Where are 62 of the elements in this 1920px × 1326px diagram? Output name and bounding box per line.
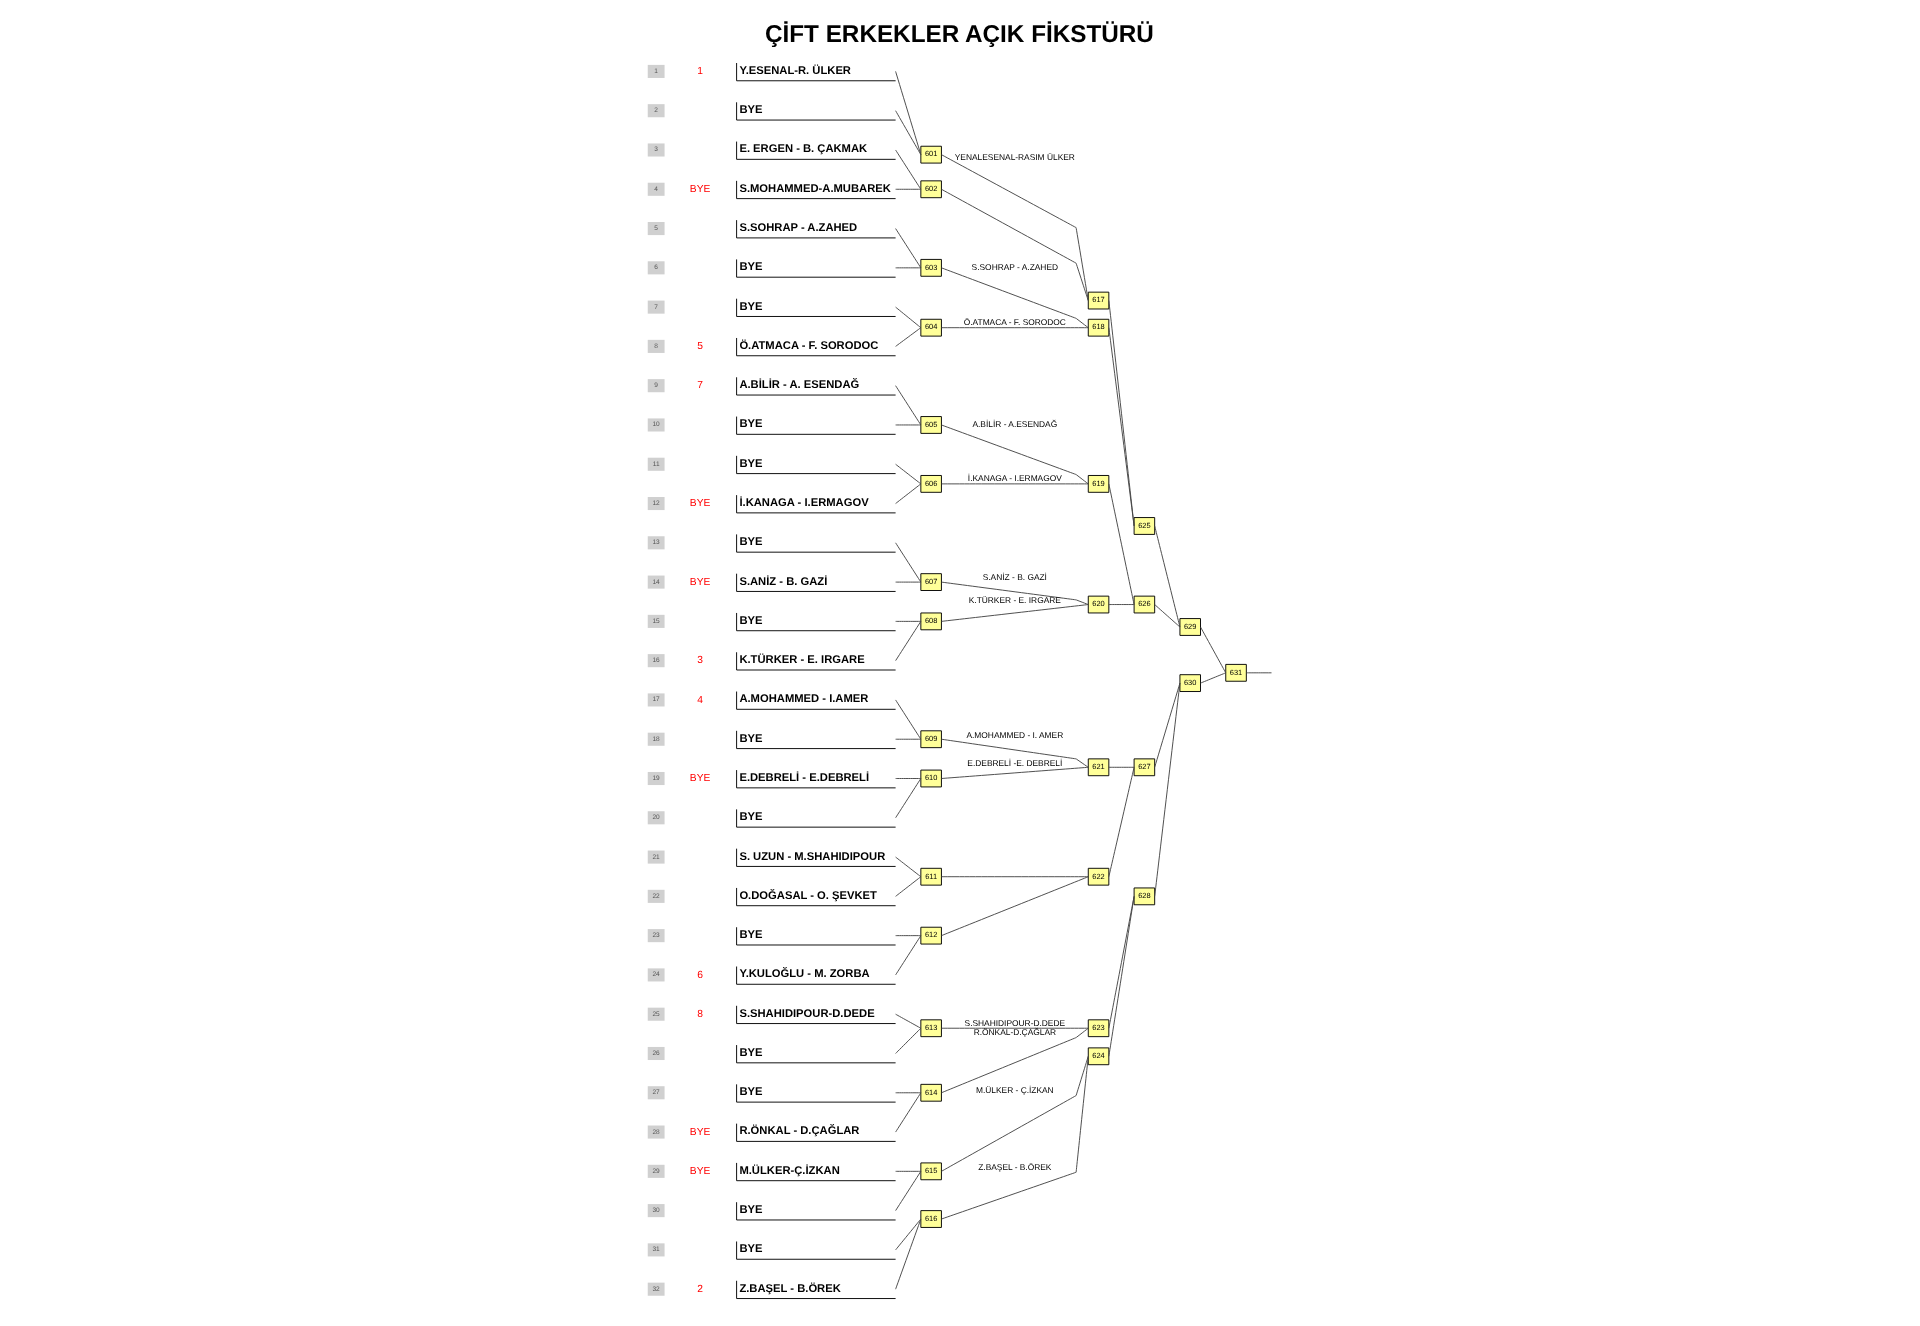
connector: [940, 581, 1089, 605]
connector: [895, 424, 922, 426]
connector: [895, 188, 922, 190]
connector: [1200, 626, 1227, 674]
connector: [1108, 604, 1135, 605]
connector: [895, 935, 922, 976]
connector: [1108, 483, 1135, 605]
connector: [940, 876, 1089, 937]
connector: [895, 149, 922, 190]
connector: [940, 1055, 1089, 1172]
connector: [895, 620, 922, 662]
connector: [895, 1027, 922, 1054]
connector: [895, 110, 922, 156]
connector: [1108, 895, 1135, 1057]
connector: [895, 699, 922, 740]
connector: [1200, 672, 1227, 684]
connector: [940, 483, 1089, 485]
connector: [1108, 766, 1135, 878]
connector: [895, 1170, 922, 1172]
connector: [895, 228, 922, 269]
connector: [940, 1027, 1089, 1029]
connector: [940, 766, 1089, 779]
diagram-title: ÇİFT ERKEKLER AÇIK FİKSTÜRÜ: [764, 20, 1154, 49]
connector: [895, 463, 922, 485]
connector: [1245, 672, 1272, 674]
connector: [895, 935, 922, 937]
connector: [895, 581, 922, 583]
connector: [895, 778, 922, 819]
connector: [940, 188, 1089, 302]
connector: [895, 1092, 922, 1094]
connector: [940, 1055, 1089, 1220]
connector: [940, 604, 1089, 622]
connector: [1154, 604, 1181, 628]
connector: [1154, 525, 1181, 628]
connector: [895, 1218, 922, 1290]
connector: [895, 1092, 922, 1133]
connector: [895, 738, 922, 740]
connector: [895, 1218, 922, 1251]
connector: [940, 327, 1089, 329]
connector: [1154, 682, 1181, 768]
connector: [895, 70, 922, 156]
connector: [940, 424, 1089, 485]
connector: [1108, 766, 1135, 768]
connector: [895, 876, 922, 897]
connector: [895, 856, 922, 878]
connector: [895, 483, 922, 504]
connector: [940, 1027, 1089, 1094]
connector: [1154, 682, 1181, 897]
connector: [895, 620, 922, 622]
connector: [1108, 895, 1135, 1029]
connector: [895, 385, 922, 426]
connector: [940, 738, 1089, 768]
connector: [940, 267, 1089, 329]
connector: [895, 1013, 922, 1029]
connector: [940, 876, 1089, 878]
connector: [940, 154, 1089, 302]
connector: [895, 306, 922, 329]
connector: [895, 542, 922, 583]
connector: [895, 327, 922, 347]
connector: [895, 1170, 922, 1212]
connector: [895, 778, 922, 779]
connector: [895, 267, 922, 269]
